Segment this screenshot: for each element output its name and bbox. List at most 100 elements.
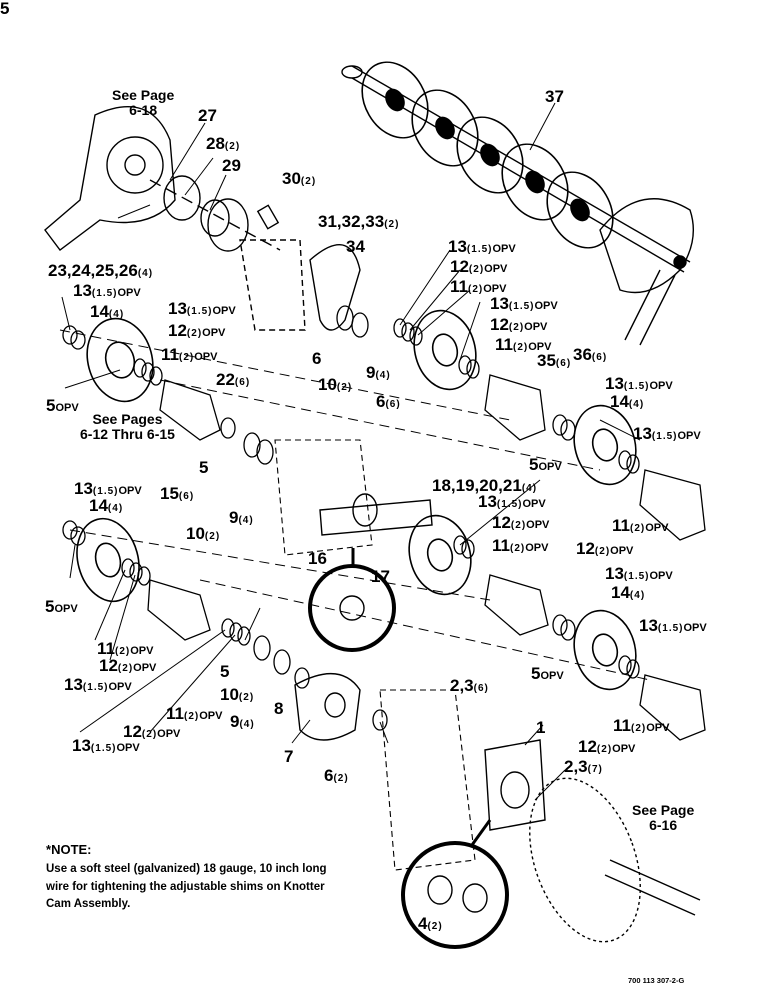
part-opv: OPV	[534, 300, 558, 312]
part-opv: OPV	[649, 570, 673, 582]
part-label-5: 5	[0, 0, 9, 17]
part-number: 12	[490, 315, 509, 334]
part-number: 12	[578, 737, 597, 756]
part-label-6: 6(2)	[324, 767, 349, 784]
part-opv: OPV	[646, 722, 670, 734]
part-quantity: (2)	[238, 692, 255, 703]
part-label-2-3: 2,3(7)	[564, 758, 603, 775]
part-number: 14	[610, 392, 629, 411]
part-quantity: (2)	[512, 342, 529, 353]
part-label-31-32-33: 31,32,33(2)	[318, 213, 399, 230]
part-quantity: (1.5)	[82, 682, 109, 693]
part-quantity: (4)	[108, 309, 125, 320]
part-label-4: 4(2)	[418, 915, 443, 932]
part-number: 14	[89, 496, 108, 515]
part-number: 37	[545, 87, 564, 106]
part-number: 12	[450, 257, 469, 276]
part-label-6: 6(6)	[376, 393, 401, 410]
part-label-13: 13(1.5)OPV	[639, 617, 707, 634]
part-number: 14	[611, 583, 630, 602]
part-opv: OPV	[649, 380, 673, 392]
part-number: 11	[161, 345, 179, 364]
part-number: 23,24,25,26	[48, 261, 138, 280]
part-number: 13	[639, 616, 658, 635]
part-label-29: 29	[222, 157, 241, 174]
part-quantity: (1.5)	[651, 431, 678, 442]
part-opv: OPV	[526, 519, 550, 531]
part-number: 12	[168, 321, 187, 340]
part-label-11: 11(2)OPV	[166, 705, 222, 722]
part-number: 8	[274, 699, 284, 718]
part-quantity: (1.5)	[623, 571, 650, 582]
part-quantity: (2)	[224, 141, 241, 152]
part-label-13: 13(1.5)OPV	[490, 295, 558, 312]
part-number: 13	[633, 424, 652, 443]
part-quantity: (4)	[107, 503, 124, 514]
part-number: 6	[376, 392, 386, 411]
part-number: 13	[64, 675, 83, 694]
see-pages-6-12-thru-6-15: See Pages 6-12 Thru 6-15	[80, 411, 175, 443]
part-number: 12	[492, 513, 511, 532]
part-label-11: 11(2)OPV	[97, 640, 153, 657]
part-number: 10	[220, 685, 239, 704]
part-label-11: 11(2)OPV	[613, 717, 669, 734]
part-quantity: (4)	[239, 719, 255, 730]
part-quantity: (2)	[630, 723, 647, 734]
part-quantity: (2)	[186, 328, 203, 339]
part-label-14: 14(4)	[611, 584, 645, 601]
part-quantity: (4)	[628, 399, 645, 410]
part-label-12: 12(2)OPV	[123, 723, 180, 740]
part-number: 27	[198, 106, 217, 125]
part-number: 1	[536, 718, 546, 737]
part-label-13: 13(1.5)OPV	[448, 238, 516, 255]
part-number: 10	[186, 524, 205, 543]
part-label-10: 10(2)	[318, 376, 352, 393]
part-number: 11	[613, 716, 631, 735]
part-label-8: 8	[274, 700, 283, 717]
part-quantity: (1.5)	[466, 244, 493, 255]
note-text: Use a soft steel (galvanized) 18 gauge, …	[46, 862, 327, 911]
part-label-12: 12(2)OPV	[578, 738, 635, 755]
part-label-5: 5OPV	[45, 598, 78, 615]
part-quantity: (6)	[178, 491, 195, 502]
part-number: 35	[537, 351, 556, 370]
part-quantity: (6)	[234, 377, 251, 388]
part-label-13: 13(1.5)OPV	[478, 493, 546, 510]
part-label-14: 14(4)	[610, 393, 644, 410]
part-quantity: (2)	[508, 322, 525, 333]
part-quantity: (6)	[591, 352, 608, 363]
part-label-6: 6	[312, 350, 321, 367]
part-number: 2,3	[450, 676, 474, 695]
part-label-13: 13(1.5)OPV	[633, 425, 701, 442]
part-quantity: (2)	[183, 711, 200, 722]
part-quantity: (2)	[509, 543, 526, 554]
part-quantity: (2)	[300, 176, 317, 187]
part-quantity: (2)	[596, 744, 613, 755]
part-number: 7	[284, 747, 294, 766]
part-number: 11	[166, 704, 184, 723]
part-number: 17	[371, 567, 390, 586]
part-label-7: 7	[284, 748, 293, 765]
part-number: 28	[206, 134, 225, 153]
part-quantity: (1.5)	[91, 288, 118, 299]
part-opv: OPV	[612, 743, 636, 755]
part-quantity: (2)	[141, 729, 158, 740]
part-quantity: (4)	[629, 590, 646, 601]
part-label-15: 15(6)	[160, 485, 194, 502]
note-title: *NOTE:	[46, 842, 92, 857]
part-label-11: 11(2)OPV	[495, 336, 551, 353]
part-quantity: (6)	[555, 358, 572, 369]
part-opv: OPV	[483, 283, 507, 295]
part-label-13: 13(1.5)OPV	[64, 676, 132, 693]
part-label-9: 9(4)	[366, 364, 391, 381]
part-quantity: (1.5)	[90, 743, 117, 754]
part-quantity: (2)	[510, 520, 527, 531]
part-opv: OPV	[522, 498, 546, 510]
part-label-16: 16	[308, 550, 327, 567]
see-page-6-16: See Page 6-16	[632, 802, 695, 834]
part-label-2-3: 2,3(6)	[450, 677, 489, 694]
detail-circle-4	[401, 841, 509, 949]
part-number: 16	[308, 549, 327, 568]
part-label-12: 12(2)OPV	[168, 322, 225, 339]
part-quantity: (1.5)	[92, 486, 119, 497]
